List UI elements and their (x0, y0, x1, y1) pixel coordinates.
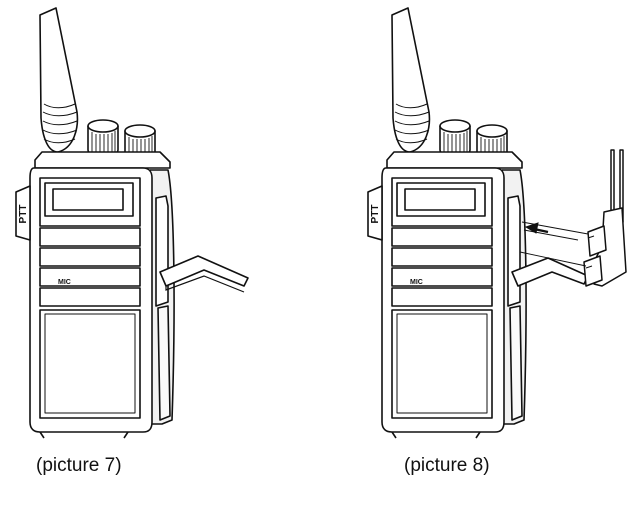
radio-body (15, 7, 175, 439)
radio-body (367, 7, 527, 439)
earpiece-plug (583, 149, 627, 287)
mic-label: MIC (58, 279, 71, 286)
mic-label: MIC (410, 279, 423, 286)
ptt-label: PTT (370, 205, 381, 224)
caption-picture-8: (picture 8) (404, 455, 490, 476)
insert-arrow-icon (524, 222, 549, 234)
figure-picture-8: PTT MIC (367, 7, 589, 439)
caption-picture-7: (picture 7) (36, 455, 122, 476)
ptt-label: PTT (18, 205, 29, 224)
figure-picture-7: PTT MIC (15, 7, 249, 439)
